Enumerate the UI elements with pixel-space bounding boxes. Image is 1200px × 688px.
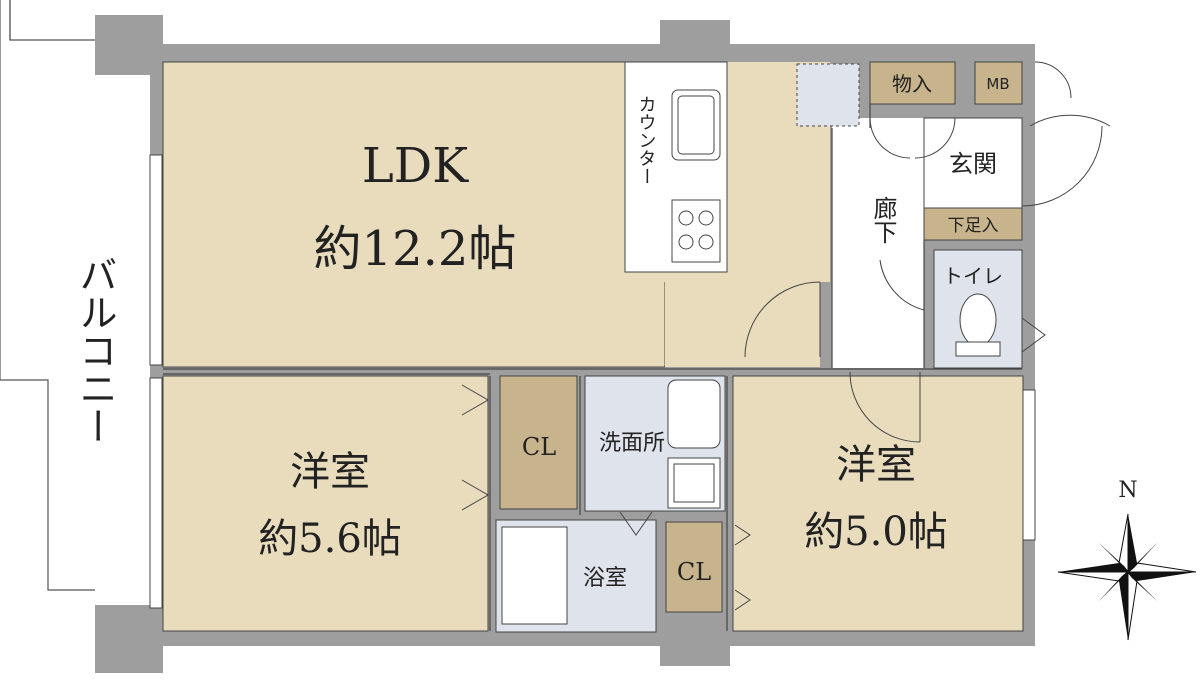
- kitchen-counter: [624, 61, 728, 273]
- ldk-room: [162, 61, 666, 368]
- ldk-size: 約12.2帖: [314, 221, 517, 277]
- closet-left: [499, 375, 578, 510]
- shoe-storage: [923, 207, 1023, 241]
- toilet-label: トイレ: [943, 264, 1003, 288]
- bath-tub: [501, 526, 568, 625]
- balcony-area: [0, 0, 95, 591]
- western-right-room: [732, 375, 1024, 632]
- counter-label: カウンター: [636, 95, 657, 185]
- shoe-storage-label: 下足入: [948, 216, 999, 236]
- room-labels: LDK 約12.2帖 洋室 約5.6帖 洋室 約5.0帖 CL CL 洗面所 浴…: [73, 72, 1010, 591]
- western-left-name: 洋室: [290, 449, 370, 495]
- compass-icon: N: [1057, 478, 1197, 641]
- windows: [149, 154, 1036, 609]
- balcony-label: バルコニー: [73, 255, 117, 445]
- closet-left-label: CL: [522, 433, 556, 461]
- western-left-room: [162, 375, 489, 632]
- door-swings: [461, 61, 1111, 611]
- western-right-size: 約5.0帖: [804, 509, 948, 555]
- storage-room: [869, 61, 956, 105]
- washroom-label: 洗面所: [599, 431, 665, 456]
- washroom-fixtures: [667, 379, 721, 509]
- hallway: [832, 118, 924, 368]
- entrance-label: 玄関: [949, 150, 997, 178]
- closet-right-label: CL: [677, 558, 711, 586]
- toilet-fixture: [955, 293, 1001, 357]
- bathroom-label: 浴室: [583, 566, 627, 591]
- corridor-label: 廊下: [869, 196, 897, 244]
- western-left-size: 約5.6帖: [258, 516, 402, 562]
- storage-label: 物入: [892, 72, 932, 96]
- fridge-space: [796, 63, 860, 127]
- meter-box-label: MB: [986, 75, 1009, 93]
- ldk-name: LDK: [362, 138, 469, 194]
- meter-box: [974, 61, 1023, 105]
- entrance-area: [923, 117, 1023, 209]
- western-right-name: 洋室: [836, 442, 916, 488]
- closet-right: [665, 521, 723, 613]
- compass-north-label: N: [1118, 478, 1137, 503]
- ldk-lower-right: [665, 282, 820, 367]
- room-fills: [162, 61, 1024, 633]
